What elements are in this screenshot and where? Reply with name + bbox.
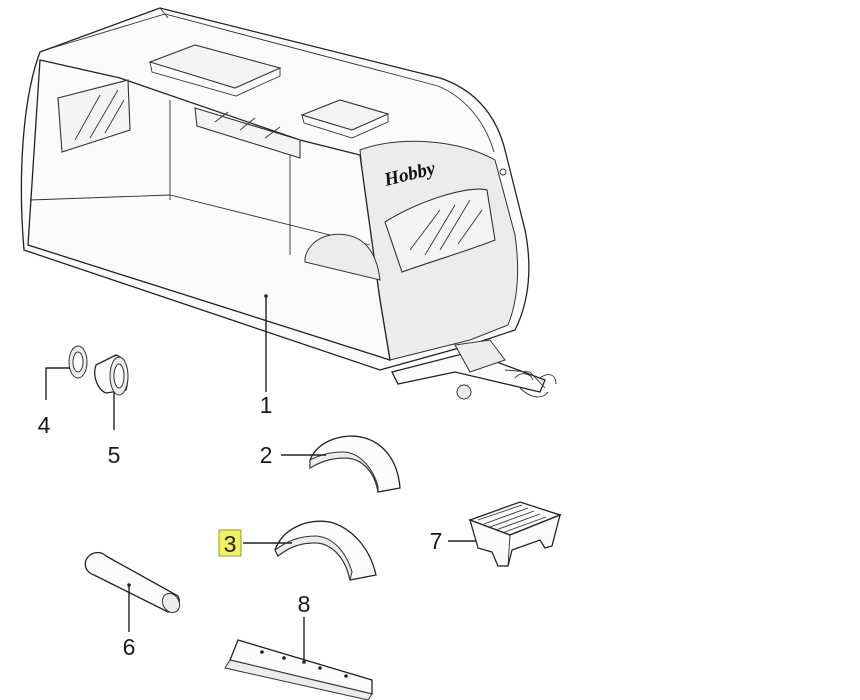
caravan-illustration: Hobby bbox=[20, 7, 557, 400]
caravan-interior bbox=[27, 59, 391, 361]
leader-1-dot bbox=[264, 294, 268, 298]
callout-8: 8 bbox=[298, 591, 311, 617]
part-4-grommet bbox=[45, 345, 88, 400]
drawbar bbox=[391, 339, 557, 400]
callout-2: 2 bbox=[260, 442, 273, 468]
part-5-sleeve bbox=[94, 354, 129, 430]
part-7-step bbox=[448, 501, 562, 567]
part-3-mudguard bbox=[243, 520, 377, 581]
side-window-left bbox=[57, 79, 131, 153]
callout-3-highlight bbox=[218, 529, 242, 557]
part-6-tube bbox=[84, 551, 181, 632]
part-8-bracket bbox=[224, 617, 373, 700]
callout-3: 3 bbox=[224, 531, 237, 557]
leader-4 bbox=[45, 367, 70, 400]
callout-7: 7 bbox=[430, 528, 443, 554]
part-2-mudguard bbox=[281, 435, 401, 493]
callout-1: 1 bbox=[260, 392, 273, 418]
marker-light bbox=[499, 168, 507, 176]
callout-4: 4 bbox=[38, 412, 51, 438]
callout-5: 5 bbox=[108, 442, 121, 468]
rear-window bbox=[194, 107, 301, 159]
callout-6: 6 bbox=[123, 634, 136, 660]
